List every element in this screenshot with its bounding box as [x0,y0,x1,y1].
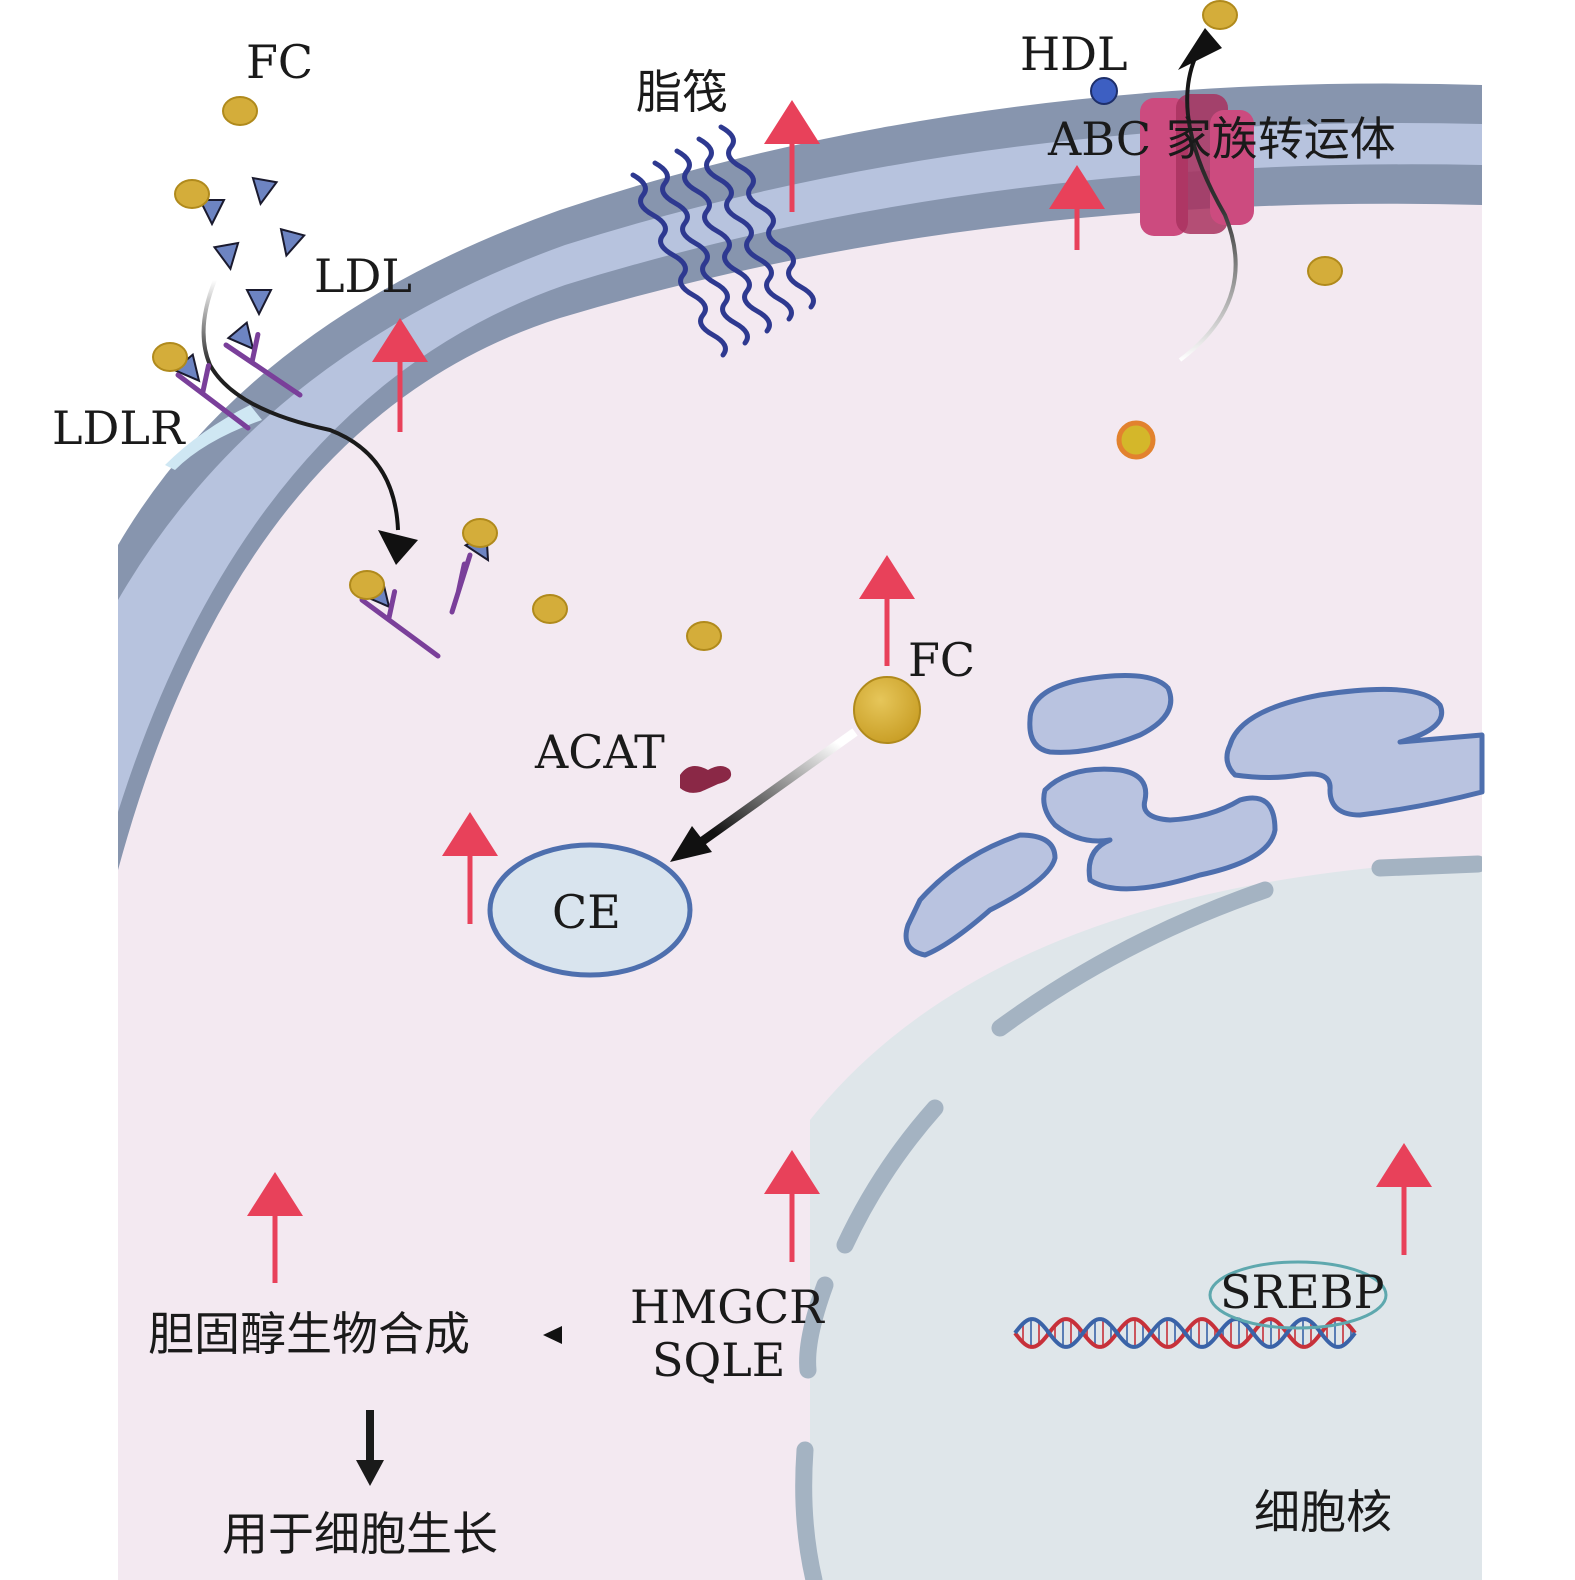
fc-outside-label: FC [246,35,313,89]
ldl-triangle [245,289,273,317]
up-arrow [764,1150,820,1262]
up-arrow [1049,165,1105,250]
lipid-raft-chain [696,136,794,322]
up-arrow-head [247,1172,303,1216]
lipid-raft-chain [718,124,816,310]
free-cholesterol-dot [462,518,498,548]
upregulation-arrows [247,100,1432,1283]
nucleus-label: 细胞核 [1254,1485,1392,1539]
lipid-raft-chain [652,160,750,346]
acat-enzyme [680,766,732,793]
up-arrow [247,1172,303,1283]
free-cholesterol-dot [532,594,568,624]
free-cholesterol-dot [1307,256,1343,286]
free-cholesterol-large [853,676,921,744]
free-cholesterol-dot [349,570,385,600]
ldl-label: LDL [314,249,412,303]
free-cholesterol-particles [152,0,1343,651]
ldl-triangle [198,199,226,227]
free-cholesterol-dot [174,179,210,209]
up-arrow [764,100,820,212]
hdl-label: HDL [1020,27,1128,81]
ldl-endocytosis-arrowhead [378,530,418,565]
up-arrow-head [442,812,498,856]
growth-arrowhead [356,1460,384,1486]
free-cholesterol-dot [1202,0,1238,30]
ldl-receptors [175,332,473,659]
cholesteryl-ester-droplet [487,842,693,978]
for-cell-growth-label: 用于细胞生长 [222,1507,498,1561]
ldl-triangle [226,320,255,351]
free-cholesterol-dot [152,342,188,372]
up-arrow [859,555,915,666]
ldl-endocytosis-arrow [201,279,400,531]
abc-transporter-label: ABC 家族转运体 [1047,112,1396,166]
esterification-arrow [687,728,858,854]
acat-label: ACAT [534,725,665,779]
ldlr-label: LDLR [52,401,186,455]
ldl-triangle [212,241,240,271]
up-arrow [1376,1143,1432,1255]
sqle-label: SQLE [652,1333,785,1387]
efflux-arrowhead [1178,28,1222,70]
up-arrow-head [859,555,915,599]
ldl-triangle [251,176,279,206]
up-arrow [372,318,428,432]
fc-inside-label: FC [908,633,975,687]
dna-helix [1013,1317,1357,1349]
lipid-raft [630,124,816,358]
ce-label: CE [552,885,621,939]
up-arrow [442,812,498,924]
ldlr-receptor [175,363,251,431]
ldl-triangle [279,227,307,258]
cholesterol-biosynthesis-label: 胆固醇生物合成 [148,1307,470,1361]
esterification-arrowhead [670,826,712,862]
up-arrow-head [372,318,428,362]
up-arrow-head [1376,1143,1432,1187]
srebp-protein [1208,1260,1388,1330]
up-arrow-head [764,1150,820,1194]
ldlr-receptor [223,332,303,398]
plasma-membrane [118,83,1482,870]
hmgcr-label: HMGCR [630,1280,825,1334]
endoplasmic-reticulum [903,673,1485,958]
lipid-raft-chain [630,172,728,358]
free-cholesterol-dot [686,621,722,651]
nucleus [795,855,1482,1580]
up-arrow-head [764,100,820,144]
free-cholesterol-dot [222,96,258,126]
lipid-raft-chain [674,148,772,334]
srebp-label: SREBP [1220,1265,1384,1319]
efflux-arrow [1178,57,1238,362]
ldlr-receptor [359,589,441,659]
dna-strand-blue [1013,1317,1357,1349]
transcription-arrowhead [543,1326,562,1344]
up-arrow-head [1049,165,1105,209]
hdl-particle [1090,77,1118,105]
cholesterol-particle-orange [1116,420,1156,460]
ldlr-receptor [449,552,473,615]
lipid-raft-label: 脂筏 [636,65,728,119]
